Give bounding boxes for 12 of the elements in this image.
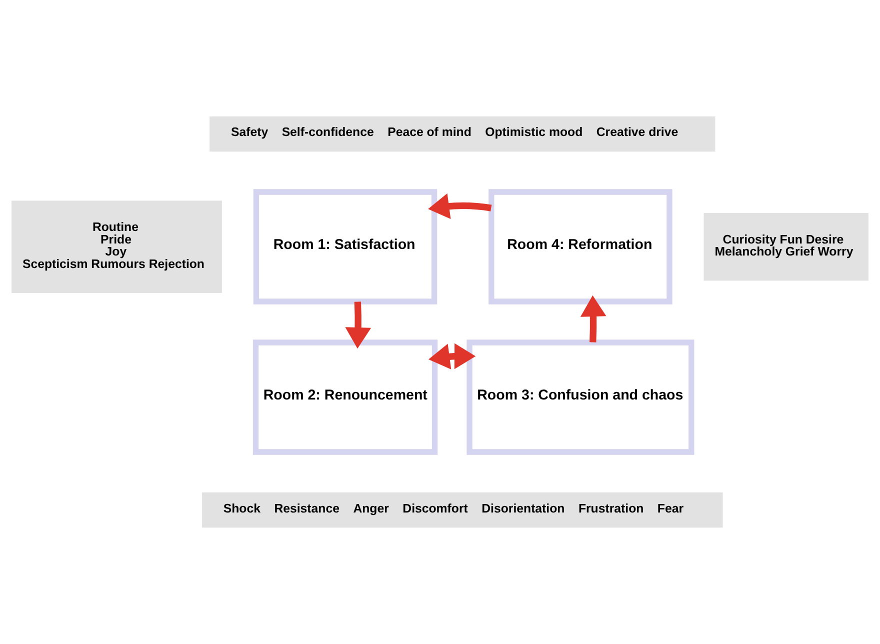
arrow: [580, 295, 606, 342]
node-box: Room 2: Renouncement: [252, 340, 438, 455]
arrow: [345, 302, 372, 349]
node-box: Room 3: Confusion and chaos: [466, 340, 694, 455]
node-box: Room 1: Satisfaction: [253, 189, 438, 304]
node-box: Shock Resistance Anger Discomfort Disorientation Frustration Fear: [202, 492, 723, 528]
node-box: Curiosity Fun Desire Melancholy Grief Worry: [704, 212, 868, 281]
arrow: [428, 343, 476, 370]
arrow: [428, 193, 492, 219]
node-box: Room 4: Reformation: [488, 189, 672, 304]
node-box: Safety Self-confidence Peace of mind Optimistic mood Creative drive: [210, 116, 716, 152]
node-box: Routine Pride Joy Scepticism Rumours Rejection: [12, 200, 222, 293]
